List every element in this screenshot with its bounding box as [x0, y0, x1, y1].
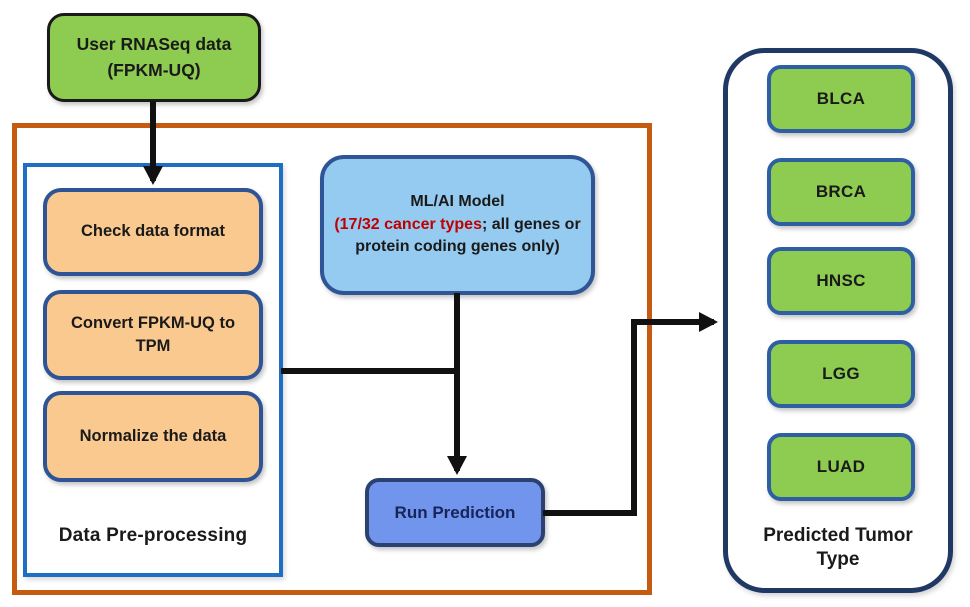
predicted-tumor-type-container	[723, 48, 953, 593]
ml-ai-model-node: ML/AI Model (17/32 cancer types; all gen…	[320, 155, 595, 295]
step-normalize-the-data: Normalize the data	[43, 391, 263, 482]
result-hnsc: HNSC	[767, 247, 915, 315]
preprocessing-label: Data Pre-processing	[58, 525, 248, 546]
step-convert-fpkm-uq-to-tpm: Convert FPKM-UQ to TPM	[43, 290, 263, 380]
result-blca: BLCA	[767, 65, 915, 133]
cancer-types-highlight: (17/32 cancer types	[334, 215, 482, 233]
predicted-tumor-type-label: Predicted Tumor Type	[763, 525, 913, 570]
result-lgg: LGG	[767, 340, 915, 408]
result-brca: BRCA	[767, 158, 915, 226]
result-luad: LUAD	[767, 433, 915, 501]
run-prediction-node: Run Prediction	[365, 478, 545, 547]
user-rnaseq-data-text: User RNASeq data (FPKM-UQ)	[76, 34, 232, 80]
user-rnaseq-data-node: User RNASeq data (FPKM-UQ)	[47, 13, 261, 102]
ml-ai-model-text: ML/AI Model (17/32 cancer types; all gen…	[334, 192, 581, 256]
step-check-data-format: Check data format	[43, 188, 263, 276]
